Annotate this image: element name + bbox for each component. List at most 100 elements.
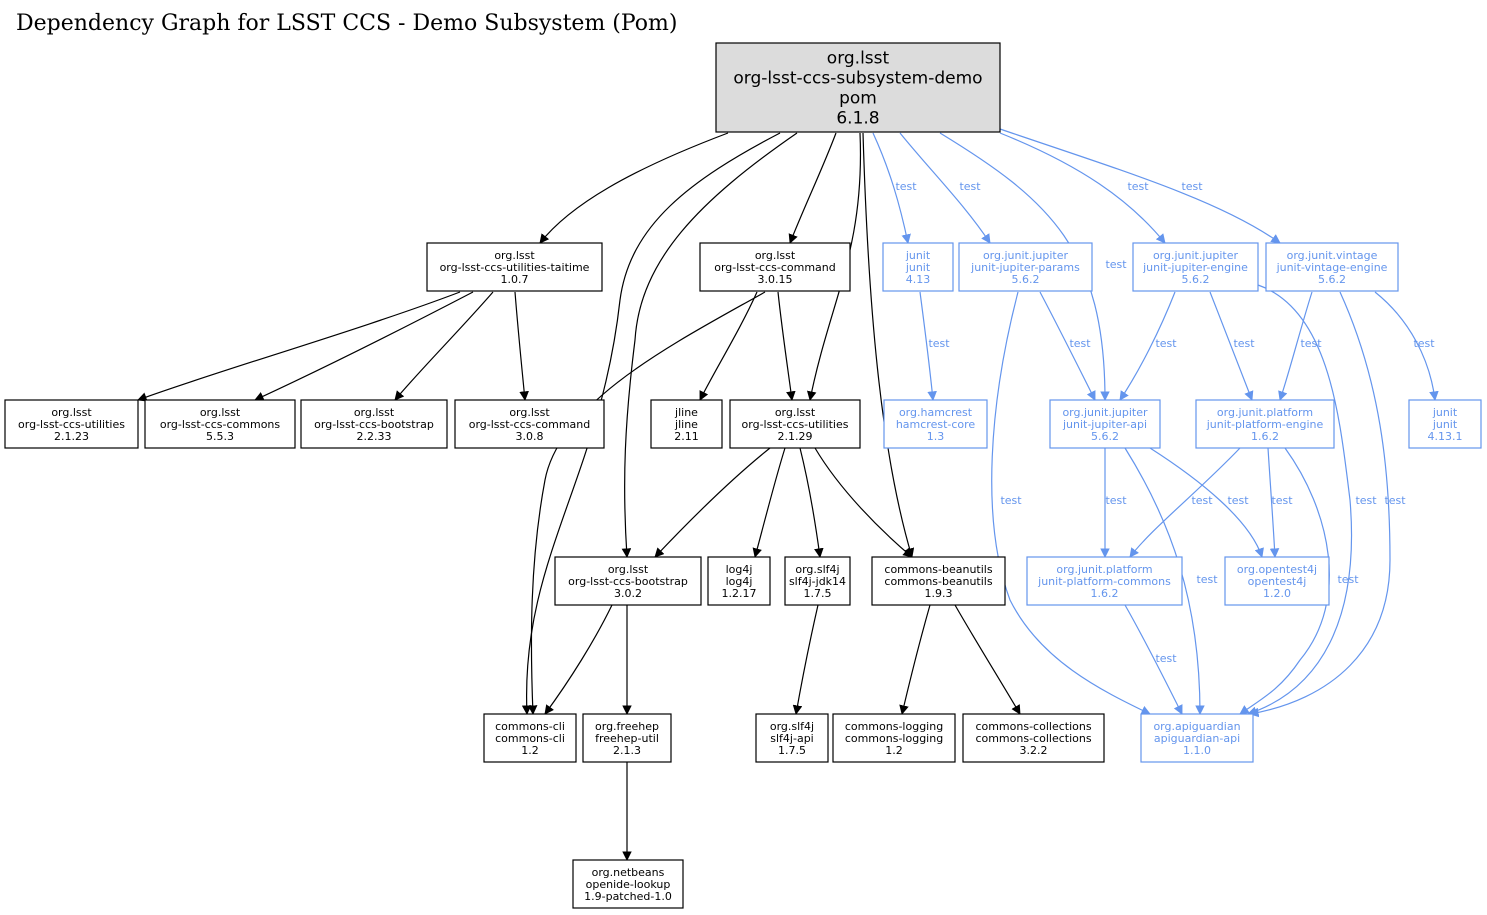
node-box (715, 42, 1001, 133)
node-label-line: jline (674, 418, 698, 431)
edge-label: test (1413, 337, 1435, 350)
edge-line (1039, 291, 1096, 401)
node-label-line: commons-collections (975, 720, 1091, 733)
edge-taitime-to-command308 (514, 291, 529, 401)
node-box (784, 556, 851, 606)
edge-label: test (1069, 337, 1091, 350)
node-label-line: 1.7.5 (778, 744, 806, 757)
node-vintage[interactable]: org.junit.vintagejunit-vintage-engine5.6… (1265, 242, 1399, 292)
node-box (962, 713, 1105, 763)
node-label-line: junit (1432, 418, 1458, 431)
edge-line (1374, 291, 1439, 401)
node-jengine[interactable]: org.junit.jupiterjunit-jupiter-engine5.6… (1132, 242, 1259, 292)
node-label-line: org-lsst-ccs-utilities (742, 418, 849, 431)
edge-jengine-to-japi: test (1119, 291, 1177, 401)
node-label-line: 1.2.17 (722, 587, 757, 600)
edge-line (777, 291, 796, 401)
node-label-line: 1.3 (927, 430, 945, 443)
edge-line (862, 132, 915, 558)
node-openide[interactable]: org.netbeansopenide-lookup1.9-patched-1.… (572, 859, 684, 909)
node-label-line: 1.9-patched-1.0 (584, 890, 672, 903)
node-label-line: org.apiguardian (1153, 720, 1240, 733)
node-label-line: org.junit.jupiter (1153, 249, 1239, 262)
node-label-line: 1.6.2 (1251, 430, 1279, 443)
edge-root-to-jengine: test (999, 132, 1166, 244)
edge-beanutils-to-logging (899, 604, 931, 715)
node-box (4, 399, 139, 449)
node-label-line: 3.2.2 (1020, 744, 1048, 757)
node-label-line: org-lsst-ccs-bootstrap (568, 575, 688, 588)
node-label-line: hamcrest-core (896, 418, 976, 431)
node-taitime[interactable]: org.lsstorg-lsst-ccs-utilities-taitime1.… (426, 242, 603, 292)
edge-root-to-vintage: test (999, 128, 1281, 244)
edge-bootstrap302-to-cli (544, 604, 613, 715)
node-label-line: log4j (726, 563, 753, 576)
node-label-line: apiguardian-api (1154, 732, 1240, 745)
node-collections[interactable]: commons-collectionscommons-collections3.… (962, 713, 1105, 763)
node-label-line: org.slf4j (795, 563, 839, 576)
node-label-line: junit (1432, 406, 1458, 419)
node-jparams[interactable]: org.junit.jupiterjunit-jupiter-params5.6… (958, 242, 1093, 292)
edge-slf4jjdk-to-slf4japi (792, 604, 819, 715)
node-label-line: org.junit.platform (1217, 406, 1313, 419)
edge-line (621, 132, 798, 558)
node-label-line: junit-jupiter-api (1062, 418, 1147, 431)
edge-utilities2129-to-beanutils (814, 447, 913, 558)
edge-line (544, 604, 613, 715)
edge-jengine-to-apiguardian: test (1247, 284, 1377, 716)
edge-label: test (1300, 337, 1322, 350)
node-label-line: org.lsst (827, 49, 890, 69)
edge-label: test (1105, 258, 1127, 271)
node-label-line: org.lsst (608, 563, 649, 576)
node-label-line: opentest4j (1248, 575, 1307, 588)
node-root[interactable]: org.lsstorg-lsst-ccs-subsystem-demopom6.… (715, 42, 1001, 133)
node-label-line: org.lsst (494, 249, 535, 262)
edge-line (939, 132, 1110, 401)
edge-utilities2129-to-slf4jjdk (799, 447, 824, 558)
node-box (426, 242, 603, 292)
node-box (454, 399, 605, 449)
edge-line (521, 132, 781, 715)
edge-line (394, 291, 494, 401)
node-box (483, 713, 577, 763)
node-platcommons[interactable]: org.junit.platformjunit-platform-commons… (1026, 556, 1183, 606)
edge-line (514, 291, 529, 401)
node-label-line: pom (839, 89, 877, 109)
edge-platengine-to-apiguardian: test (1239, 447, 1359, 715)
node-box (882, 242, 954, 292)
node-label-line: 2.1.29 (778, 430, 813, 443)
edge-line (1149, 447, 1264, 558)
edge-line (1209, 291, 1254, 401)
edge-label: test (1355, 494, 1377, 507)
edge-taitime-to-utilities2123 (137, 291, 461, 402)
edge-beanutils-to-collections (954, 604, 1021, 715)
edge-label: test (1271, 494, 1293, 507)
edge-taitime-to-commons553 (254, 291, 474, 401)
edge-line (1249, 291, 1391, 718)
edge-label: test (1155, 337, 1177, 350)
node-platengine[interactable]: org.junit.platformjunit-platform-engine1… (1195, 399, 1335, 449)
edge-label: test (1181, 180, 1203, 193)
